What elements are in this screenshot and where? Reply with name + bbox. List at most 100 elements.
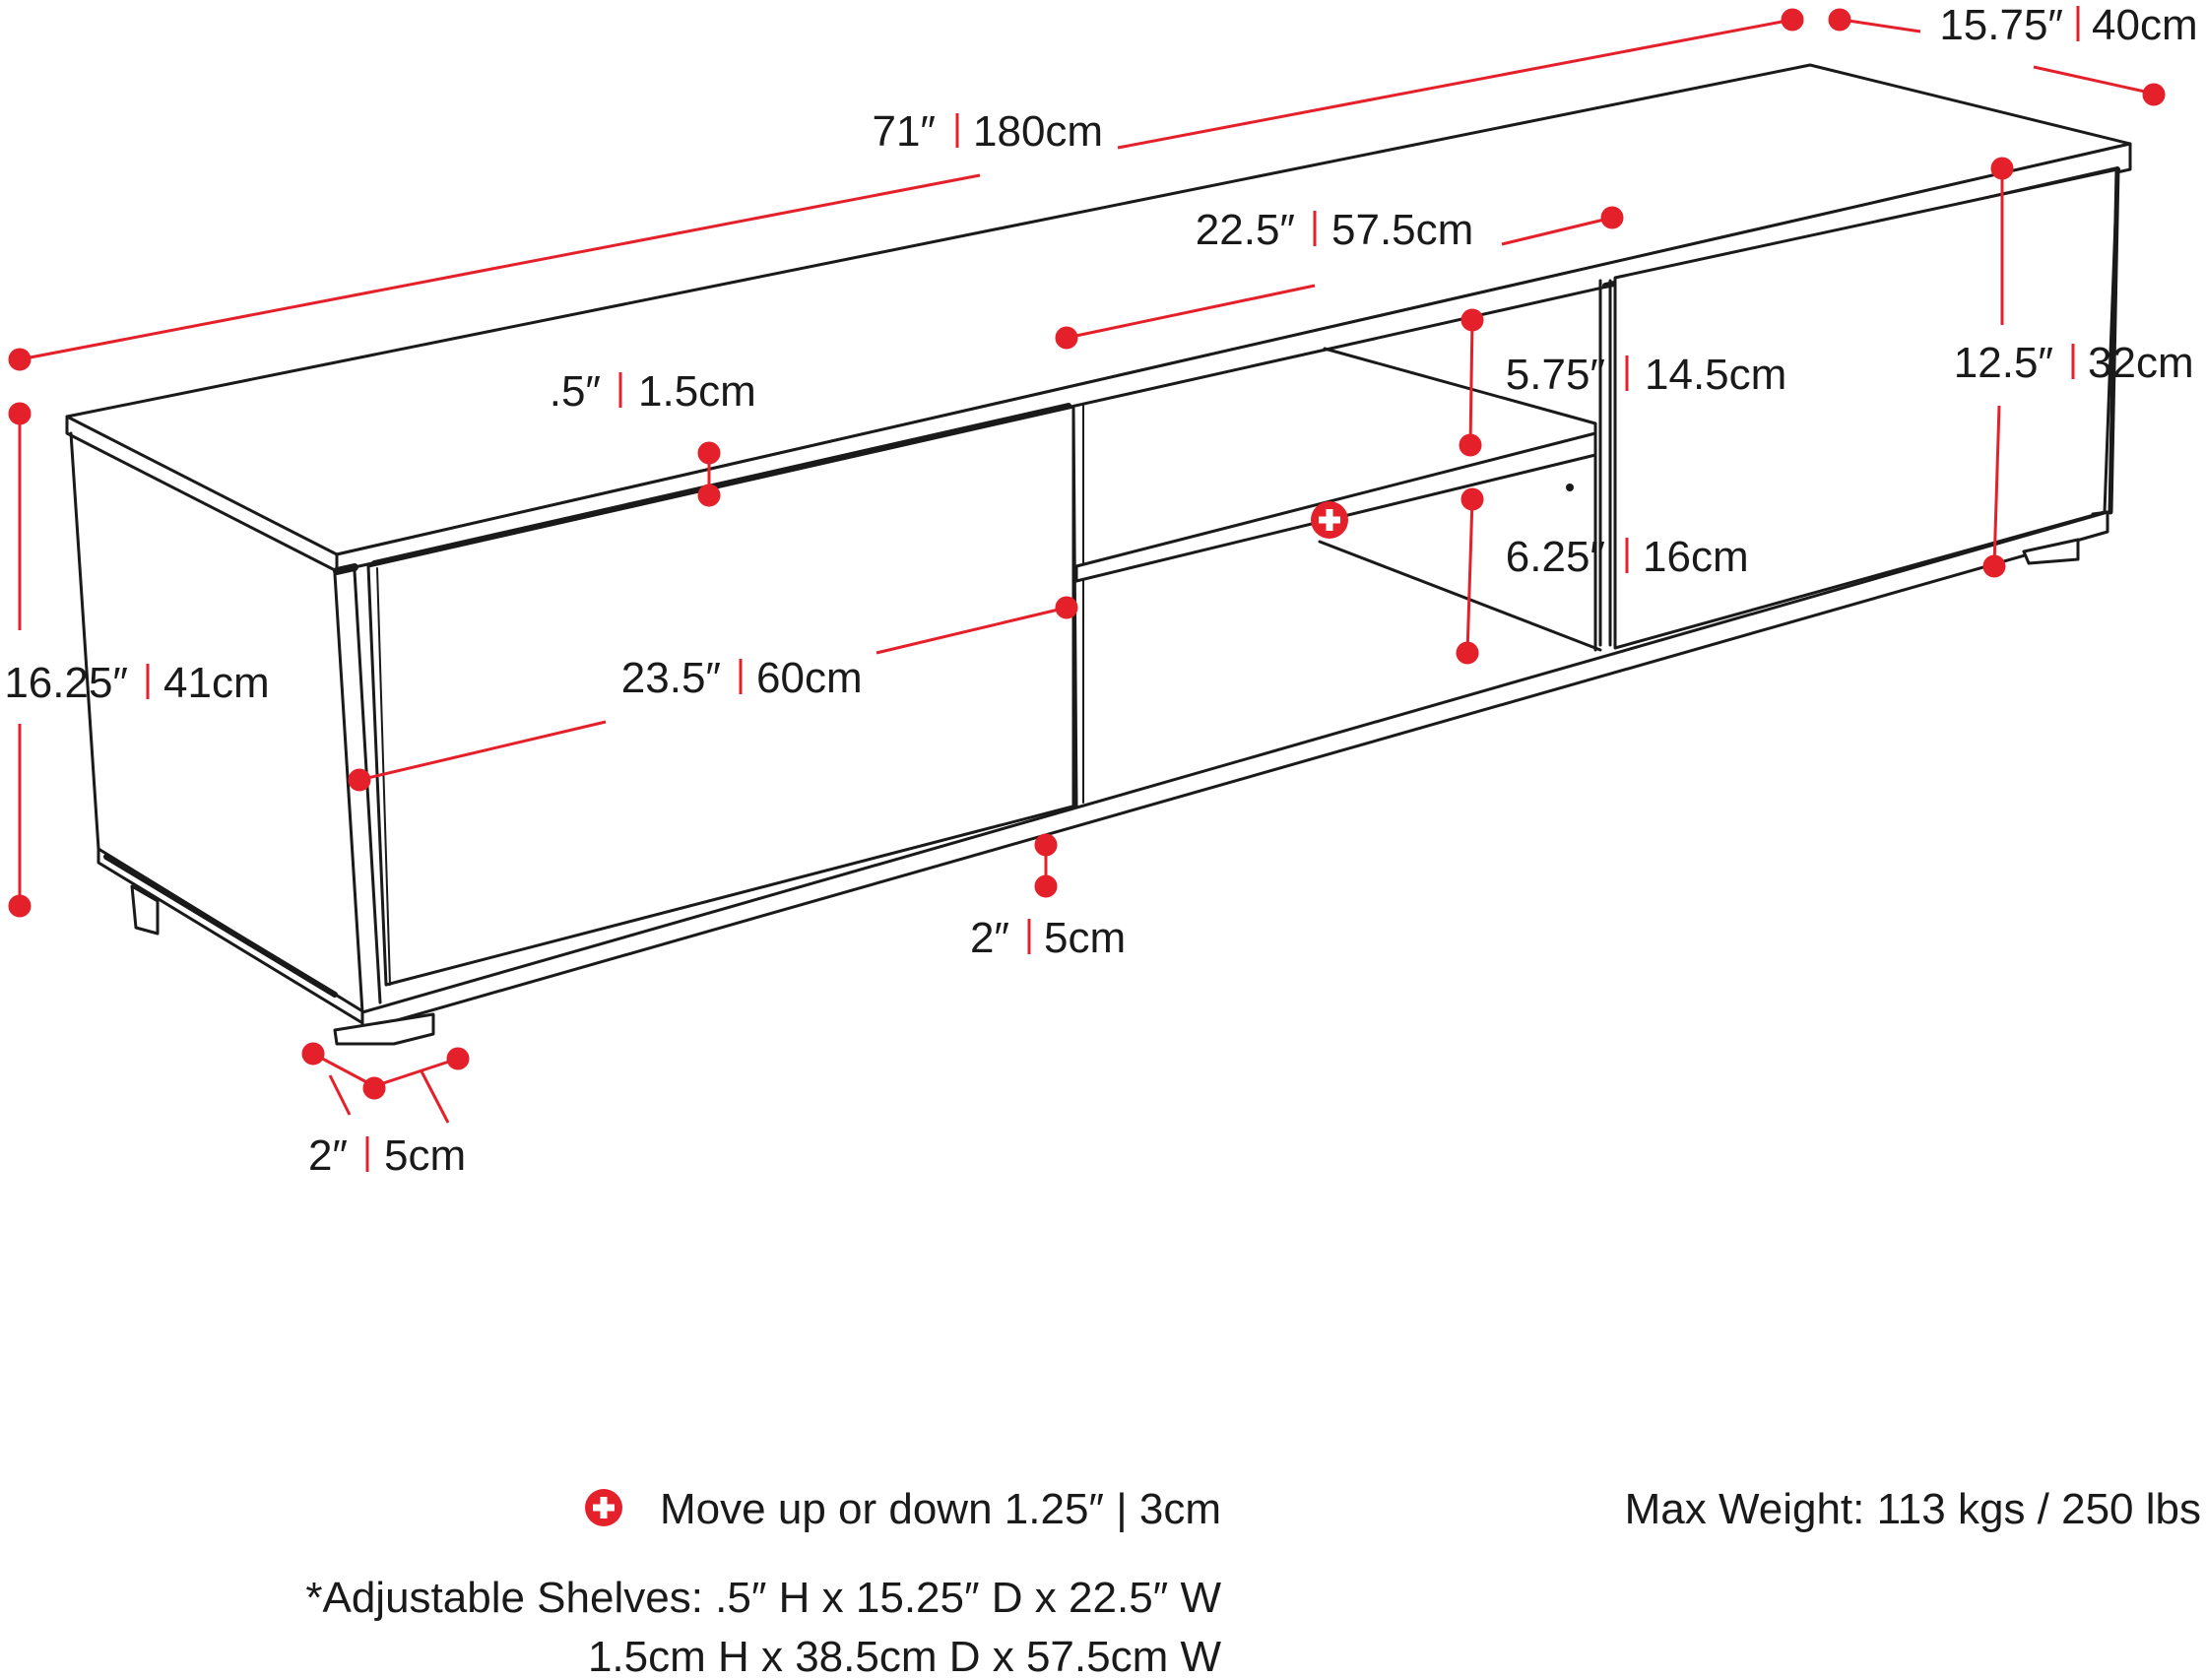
imperial-value: .5″ bbox=[550, 367, 601, 416]
plus-circle-icon bbox=[1311, 501, 1348, 539]
foot-front-left bbox=[333, 1012, 435, 1046]
metric-value: 32cm bbox=[2088, 339, 2194, 387]
compartment-width-line-left bbox=[1066, 284, 1316, 340]
red-dot-icon bbox=[1982, 554, 2006, 578]
red-dot-icon bbox=[348, 768, 371, 792]
left-door-inner-edge bbox=[376, 567, 391, 986]
left-side-front-edge bbox=[333, 572, 364, 1014]
imperial-value: 22.5″ bbox=[1196, 206, 1295, 254]
red-dot-icon bbox=[1990, 157, 2014, 180]
label-depth-total: 15.75″ 40cm bbox=[1939, 1, 2197, 49]
metric-value: 40cm bbox=[2092, 1, 2198, 49]
red-dot-icon bbox=[2142, 83, 2166, 106]
width-line-right bbox=[1117, 18, 1793, 150]
metric-value: 16cm bbox=[1643, 533, 1749, 581]
foot-back-right bbox=[2022, 538, 2080, 565]
imperial-value: 71″ bbox=[872, 107, 936, 156]
red-dot-icon bbox=[1600, 206, 1624, 229]
foot-size-line-left bbox=[312, 1052, 375, 1088]
imperial-value: 6.25″ bbox=[1506, 533, 1605, 581]
red-dot-icon bbox=[8, 402, 32, 425]
left-door-panel bbox=[366, 405, 1078, 987]
lower-opening-line bbox=[1465, 498, 1474, 654]
red-dot-icon bbox=[1460, 308, 1484, 332]
top-shadow-line bbox=[333, 563, 358, 575]
metric-value: 180cm bbox=[973, 107, 1103, 156]
upper-opening-line bbox=[1468, 319, 1474, 446]
label-base-clearance: 2″ 5cm bbox=[970, 914, 1126, 962]
compartment-width-line-right bbox=[1501, 216, 1613, 246]
red-dot-icon bbox=[1460, 487, 1484, 511]
right-door-edge bbox=[2108, 166, 2120, 515]
foot-size-line-right bbox=[373, 1057, 459, 1088]
bottom-left-edge bbox=[97, 847, 366, 1026]
label-height-total: 16.25″ 41cm bbox=[4, 659, 269, 707]
red-dot-icon bbox=[8, 894, 32, 918]
label-foot-size: 2″ 5cm bbox=[308, 1131, 466, 1180]
top-panel-left-edge bbox=[65, 415, 339, 573]
red-dot-icon bbox=[1459, 433, 1482, 457]
foot-leader-right bbox=[420, 1070, 450, 1124]
label-top-thickness: .5″ 1.5cm bbox=[550, 367, 756, 416]
bottom-shadow bbox=[103, 854, 338, 998]
shelf-pin-hole bbox=[1566, 484, 1574, 491]
compartment-floor-line bbox=[1318, 540, 1602, 652]
red-dot-icon bbox=[1781, 8, 1804, 32]
red-dot-icon bbox=[1055, 596, 1078, 619]
metric-value: 5cm bbox=[384, 1131, 466, 1180]
imperial-value: 2″ bbox=[970, 914, 1009, 962]
red-dot-icon bbox=[301, 1042, 325, 1066]
foot-back-left bbox=[130, 884, 160, 936]
depth-line-bottom bbox=[2033, 65, 2155, 96]
interior-height-line-bottom bbox=[1992, 405, 2001, 567]
imperial-value: 16.25″ bbox=[4, 659, 128, 707]
red-dot-icon bbox=[1034, 833, 1058, 857]
imperial-value: 2″ bbox=[308, 1131, 348, 1180]
red-dot-icon bbox=[1034, 874, 1058, 898]
top-panel-front-edge bbox=[335, 142, 2132, 573]
label-door-width: 23.5″ 60cm bbox=[621, 654, 863, 702]
metric-value: 5cm bbox=[1044, 914, 1126, 962]
red-dot-icon bbox=[1828, 8, 1851, 32]
label-lower-opening: 6.25″ 16cm bbox=[1506, 533, 1749, 581]
red-dot-icon bbox=[697, 441, 721, 465]
dimension-lines bbox=[8, 8, 2166, 1124]
imperial-value: 12.5″ bbox=[1954, 339, 2053, 387]
shelves-imperial: *Adjustable Shelves: .5″ H x 15.25″ D x … bbox=[305, 1574, 1221, 1622]
red-dot-icon bbox=[362, 1076, 386, 1100]
max-weight: Max Weight: 113 kgs / 250 lbs bbox=[1625, 1485, 2201, 1533]
imperial-value: 5.75″ bbox=[1506, 351, 1605, 399]
red-dot-icon bbox=[1456, 641, 1479, 665]
label-upper-opening: 5.75″ 14.5cm bbox=[1506, 351, 1787, 399]
metric-value: 41cm bbox=[163, 659, 270, 707]
metric-value: 1.5cm bbox=[638, 367, 756, 416]
imperial-value: 23.5″ bbox=[621, 654, 721, 702]
plinth-corner bbox=[2091, 510, 2109, 516]
dimension-labels: 71″ 180cm 15.75″ 40cm 22.5″ 57.5cm .5″ 1… bbox=[4, 1, 2197, 1180]
metric-value: 14.5cm bbox=[1645, 351, 1786, 399]
red-dot-icon bbox=[8, 348, 32, 371]
tv-stand-outline bbox=[65, 63, 2132, 1046]
imperial-value: 15.75″ bbox=[1939, 1, 2063, 49]
red-dot-icon bbox=[1055, 326, 1078, 350]
metric-value: 60cm bbox=[756, 654, 863, 702]
door-width-line-right bbox=[876, 606, 1068, 655]
depth-line-top bbox=[1841, 18, 1921, 33]
red-dot-icon bbox=[697, 484, 721, 507]
adjustable-hint: Move up or down 1.25″ | 3cm bbox=[660, 1485, 1221, 1533]
width-line-left bbox=[19, 173, 981, 361]
bottom-plinth bbox=[360, 510, 2109, 1032]
shelves-metric: 1.5cm H x 38.5cm D x 57.5cm W bbox=[588, 1633, 1222, 1675]
plus-circle-icon bbox=[585, 1489, 622, 1526]
foot-leader-left bbox=[328, 1074, 352, 1116]
compartment-back bbox=[1323, 347, 1597, 652]
label-width-total: 71″ 180cm bbox=[872, 107, 1103, 156]
metric-value: 57.5cm bbox=[1331, 206, 1473, 254]
red-dot-icon bbox=[446, 1047, 470, 1070]
door-width-line-left bbox=[358, 720, 607, 782]
notes-section: Move up or down 1.25″ | 3cm Max Weight: … bbox=[305, 1485, 2201, 1680]
label-compartment-width: 22.5″ 57.5cm bbox=[1196, 206, 1474, 254]
label-interior-height: 12.5″ 32cm bbox=[1954, 339, 2194, 387]
